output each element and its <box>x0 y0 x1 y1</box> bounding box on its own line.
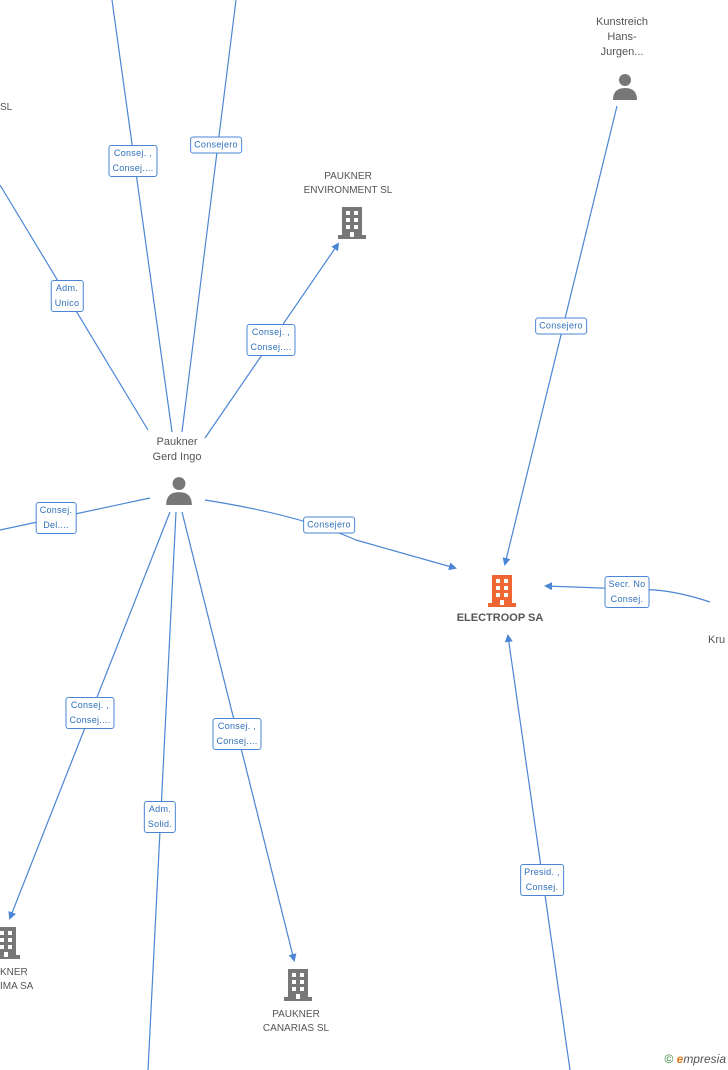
edge-label-line: Consej. , <box>70 700 110 710</box>
edge-label-line: Adm. <box>148 804 172 814</box>
edge-label-line: Consej. , <box>113 148 153 158</box>
copyright-symbol: © <box>664 1052 674 1066</box>
node-label-line: ELECTROOP SA <box>456 612 544 624</box>
edge-label-adm-unico[interactable]: Adm. Unico <box>50 280 84 312</box>
empresia-watermark: © empresia <box>664 1052 726 1066</box>
node-label-electroop[interactable]: ELECTROOP SA <box>457 611 544 626</box>
edge-kunstreich-electroop <box>502 105 618 566</box>
edge-label-line: Solid. <box>147 819 173 829</box>
node-label-line: Paukner <box>156 436 198 448</box>
edge-label-consej-consej-left[interactable]: Consej. , Consej.... <box>65 697 115 729</box>
node-label-line: PAUKNER <box>324 171 372 182</box>
node-label-line: ENVIRONMENT SL <box>303 185 393 196</box>
person-icon-paukner-gerd[interactable] <box>164 475 194 505</box>
person-icon-kunstreich[interactable] <box>611 72 639 100</box>
node-label-line: IMA SA <box>0 981 34 992</box>
edge-label-line: Secr. No <box>608 579 646 589</box>
node-label-line: Kunstreich <box>596 16 648 28</box>
edge-label-presid-consej[interactable]: Presid. , Consej. <box>520 864 564 896</box>
edge-label-consej-consej-top[interactable]: Consej. , Consej.... <box>108 145 158 177</box>
edge-label-consejero-kunstreich[interactable]: Consejero <box>535 317 587 335</box>
edge-label-adm-solid[interactable]: Adm. Solid. <box>143 801 177 833</box>
edge-top-left <box>111 0 173 433</box>
edge-label-consejero-top[interactable]: Consejero <box>190 136 242 154</box>
building-icon-electroop[interactable] <box>486 573 518 607</box>
edge-label-consej-del[interactable]: Consej. Del.... <box>35 502 77 534</box>
edge-label-consej-consej-canarias[interactable]: Consej. , Consej.... <box>212 718 262 750</box>
edge-label-line: Adm. <box>55 283 79 293</box>
node-label-line: KNER <box>0 967 28 978</box>
edge-label-line: Consej. , <box>217 721 257 731</box>
node-label-paukner-env[interactable]: PAUKNER ENVIRONMENT SL <box>304 170 393 198</box>
edge-label-line: Consej. <box>610 594 644 604</box>
building-icon-paukner-env[interactable] <box>336 205 368 239</box>
node-label-line: Jurgen... <box>600 46 644 58</box>
edge-consejero-electroop <box>204 499 457 571</box>
node-label-left-company[interactable]: KNER IMA SA <box>0 966 33 994</box>
node-label-paukner-gerd[interactable]: Paukner Gerd Ingo <box>153 435 202 465</box>
edge-label-line: Consej.... <box>69 715 111 725</box>
edge-label-line: Consejero <box>194 139 238 150</box>
node-label-left-top-fragment[interactable]: SL <box>0 101 12 115</box>
edge-label-secr-no-consej[interactable]: Secr. No Consej. <box>604 576 650 608</box>
edge-label-line: Consej.... <box>112 163 154 173</box>
brand-e-letter: e <box>676 1052 684 1066</box>
node-label-line: Kru <box>708 634 726 646</box>
building-icon-paukner-canarias[interactable] <box>282 967 314 1001</box>
edge-label-line: Consej.... <box>250 342 292 352</box>
edge-label-line: Consej. <box>39 505 73 515</box>
node-label-line: PAUKNER <box>272 1009 320 1020</box>
edge-label-line: Unico <box>54 298 80 308</box>
building-icon-left-company[interactable] <box>0 925 22 959</box>
node-label-kunstreich[interactable]: Kunstreich Hans- Jurgen... <box>596 15 648 60</box>
node-label-right-fragment[interactable]: Kru <box>708 633 725 648</box>
brand-name: mpresia <box>683 1052 726 1066</box>
node-label-line: CANARIAS SL <box>262 1023 330 1034</box>
edge-secr-electroop <box>544 582 711 603</box>
node-label-line: SL <box>0 102 13 113</box>
node-label-paukner-canarias[interactable]: PAUKNER CANARIAS SL <box>263 1008 329 1036</box>
edge-top-consejero <box>181 0 237 433</box>
edge-label-line: Consej.... <box>216 736 258 746</box>
edge-adm-solid <box>147 511 177 1070</box>
edge-label-line: Consej. , <box>251 327 291 337</box>
edge-label-consej-consej-env[interactable]: Consej. , Consej.... <box>246 324 296 356</box>
edge-label-line: Consejero <box>307 519 351 530</box>
node-label-line: Hans- <box>607 31 637 43</box>
edge-label-line: Consejero <box>539 320 583 331</box>
edge-label-line: Presid. , <box>524 867 560 877</box>
edge-presid-electroop <box>504 634 571 1070</box>
edge-label-line: Consej. <box>525 882 559 892</box>
edge-label-line: Del.... <box>43 520 69 530</box>
node-label-line: Gerd Ingo <box>152 451 202 463</box>
edge-label-consejero-electroop[interactable]: Consejero <box>303 516 355 534</box>
